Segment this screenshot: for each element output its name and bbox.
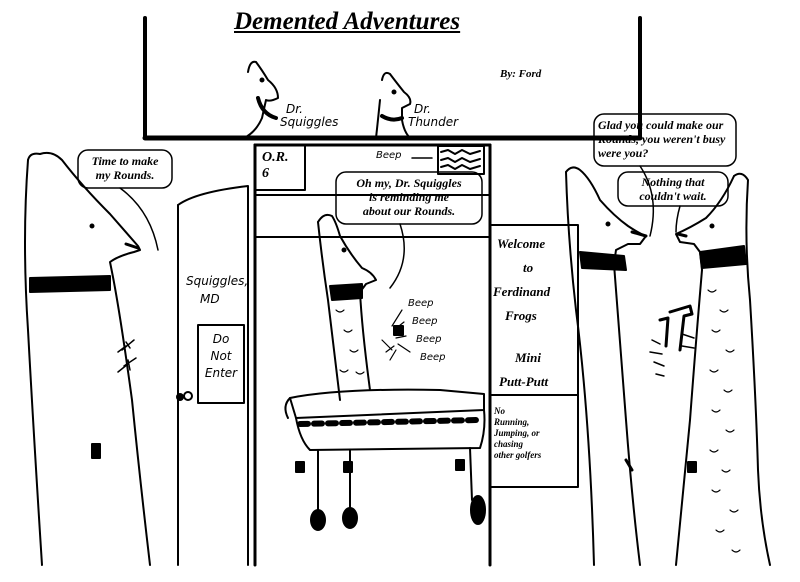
label-dr-squiggles: Dr. Squiggles bbox=[280, 103, 338, 129]
beep-3: Beep bbox=[416, 334, 442, 345]
rules-line3: Jumping, or bbox=[494, 428, 540, 438]
putt-putt-sign-text: Welcome to Ferdinand Frogs Mini Putt-Put… bbox=[493, 232, 550, 394]
or-sign-line2: 6 bbox=[262, 166, 269, 181]
or-sign-line1: O.R. bbox=[262, 150, 289, 165]
bubble-reminding-border bbox=[335, 171, 483, 225]
label-dr-thunder-line1: Dr. bbox=[414, 102, 431, 116]
bubble-glad-line3: were you? bbox=[598, 146, 649, 160]
putt-sign-welcome: Welcome bbox=[497, 236, 546, 251]
door-nameplate-line2: MD bbox=[200, 292, 220, 306]
comic-title: Demented Adventures bbox=[234, 8, 461, 35]
door-sign-line2: Not bbox=[210, 349, 232, 363]
putt-sign-frogs: Frogs bbox=[505, 308, 537, 323]
bubble-rounds-border bbox=[77, 149, 173, 189]
bubble-rounds-line1: Time to make bbox=[91, 154, 159, 168]
dr-thunder-tv-head bbox=[375, 71, 412, 139]
dr-squiggles-tv-head bbox=[243, 60, 279, 139]
label-dr-thunder: Dr. Thunder bbox=[408, 103, 458, 129]
door-nameplate: Squiggles, MD bbox=[186, 272, 248, 308]
bubble-nothing-border bbox=[617, 171, 729, 207]
rules-line5: other golfers bbox=[494, 450, 542, 460]
putt-sign-mini: Mini bbox=[515, 350, 542, 365]
bubble-reminding-line2: is reminding me bbox=[368, 190, 449, 204]
right-dog-scribbled bbox=[675, 172, 771, 566]
rules-line2: Running, bbox=[494, 417, 530, 427]
rules-line4: chasing bbox=[494, 439, 524, 449]
bubble-rounds-line2: my Rounds. bbox=[95, 168, 155, 182]
bubble-reminding-line1: Oh my, Dr. Squiggles bbox=[356, 176, 462, 190]
putt-putt-sign bbox=[489, 224, 579, 488]
bubble-glad-line2: Rounds, you weren't busy bbox=[598, 132, 726, 146]
do-not-enter-sign: Do Not Enter bbox=[198, 331, 244, 382]
left-tall-dog bbox=[24, 151, 151, 566]
rules-line1: No bbox=[494, 406, 505, 416]
golf-clubs bbox=[649, 304, 695, 377]
bubble-nothing-line1: Nothing that bbox=[641, 175, 705, 189]
operating-table bbox=[284, 388, 486, 531]
beep-2: Beep bbox=[412, 316, 438, 327]
putt-sign-putt-putt: Putt-Putt bbox=[499, 374, 549, 389]
bubble-nothing-line2: couldn't wait. bbox=[639, 189, 707, 203]
monitor-beep: Beep bbox=[376, 150, 402, 161]
speech-bubbles bbox=[77, 113, 737, 289]
bubble-nothing: Nothing that couldn't wait. bbox=[620, 175, 726, 203]
label-dr-squiggles-line2: Squiggles bbox=[280, 115, 339, 129]
bubble-glad-line1: Glad you could make our bbox=[598, 118, 724, 132]
comic-byline: By: Ford bbox=[500, 68, 542, 80]
label-dr-squiggles-line1: Dr. bbox=[286, 102, 303, 116]
tv-screen-frame bbox=[142, 16, 643, 141]
beep-4: Beep bbox=[420, 352, 446, 363]
putt-putt-rules: No Running, Jumping, or chasing other go… bbox=[494, 406, 541, 461]
patient-dog bbox=[317, 213, 377, 401]
beep-lines bbox=[381, 309, 411, 361]
bubble-reminding: Oh my, Dr. Squiggles is reminding me abo… bbox=[338, 176, 480, 218]
door-nameplate-line1: Squiggles, bbox=[186, 274, 249, 288]
beep-1: Beep bbox=[408, 298, 434, 309]
bubble-glad-border bbox=[593, 113, 737, 167]
bubble-reminding-line3: about our Rounds. bbox=[362, 204, 456, 218]
or-sign: O.R. 6 bbox=[262, 150, 288, 182]
bubble-rounds: Time to make my Rounds. bbox=[82, 154, 168, 182]
heart-monitor bbox=[411, 145, 485, 175]
label-dr-thunder-line2: Thunder bbox=[408, 115, 459, 129]
putt-sign-ferdinand: Ferdinand bbox=[493, 284, 551, 299]
putt-sign-to: to bbox=[523, 260, 534, 275]
door-sign-line1: Do bbox=[212, 332, 230, 346]
squiggles-office-door bbox=[176, 185, 249, 566]
bubble-glad: Glad you could make our Rounds, you were… bbox=[598, 118, 736, 160]
door-sign-line3: Enter bbox=[204, 366, 238, 380]
right-dog-glad bbox=[565, 166, 648, 566]
